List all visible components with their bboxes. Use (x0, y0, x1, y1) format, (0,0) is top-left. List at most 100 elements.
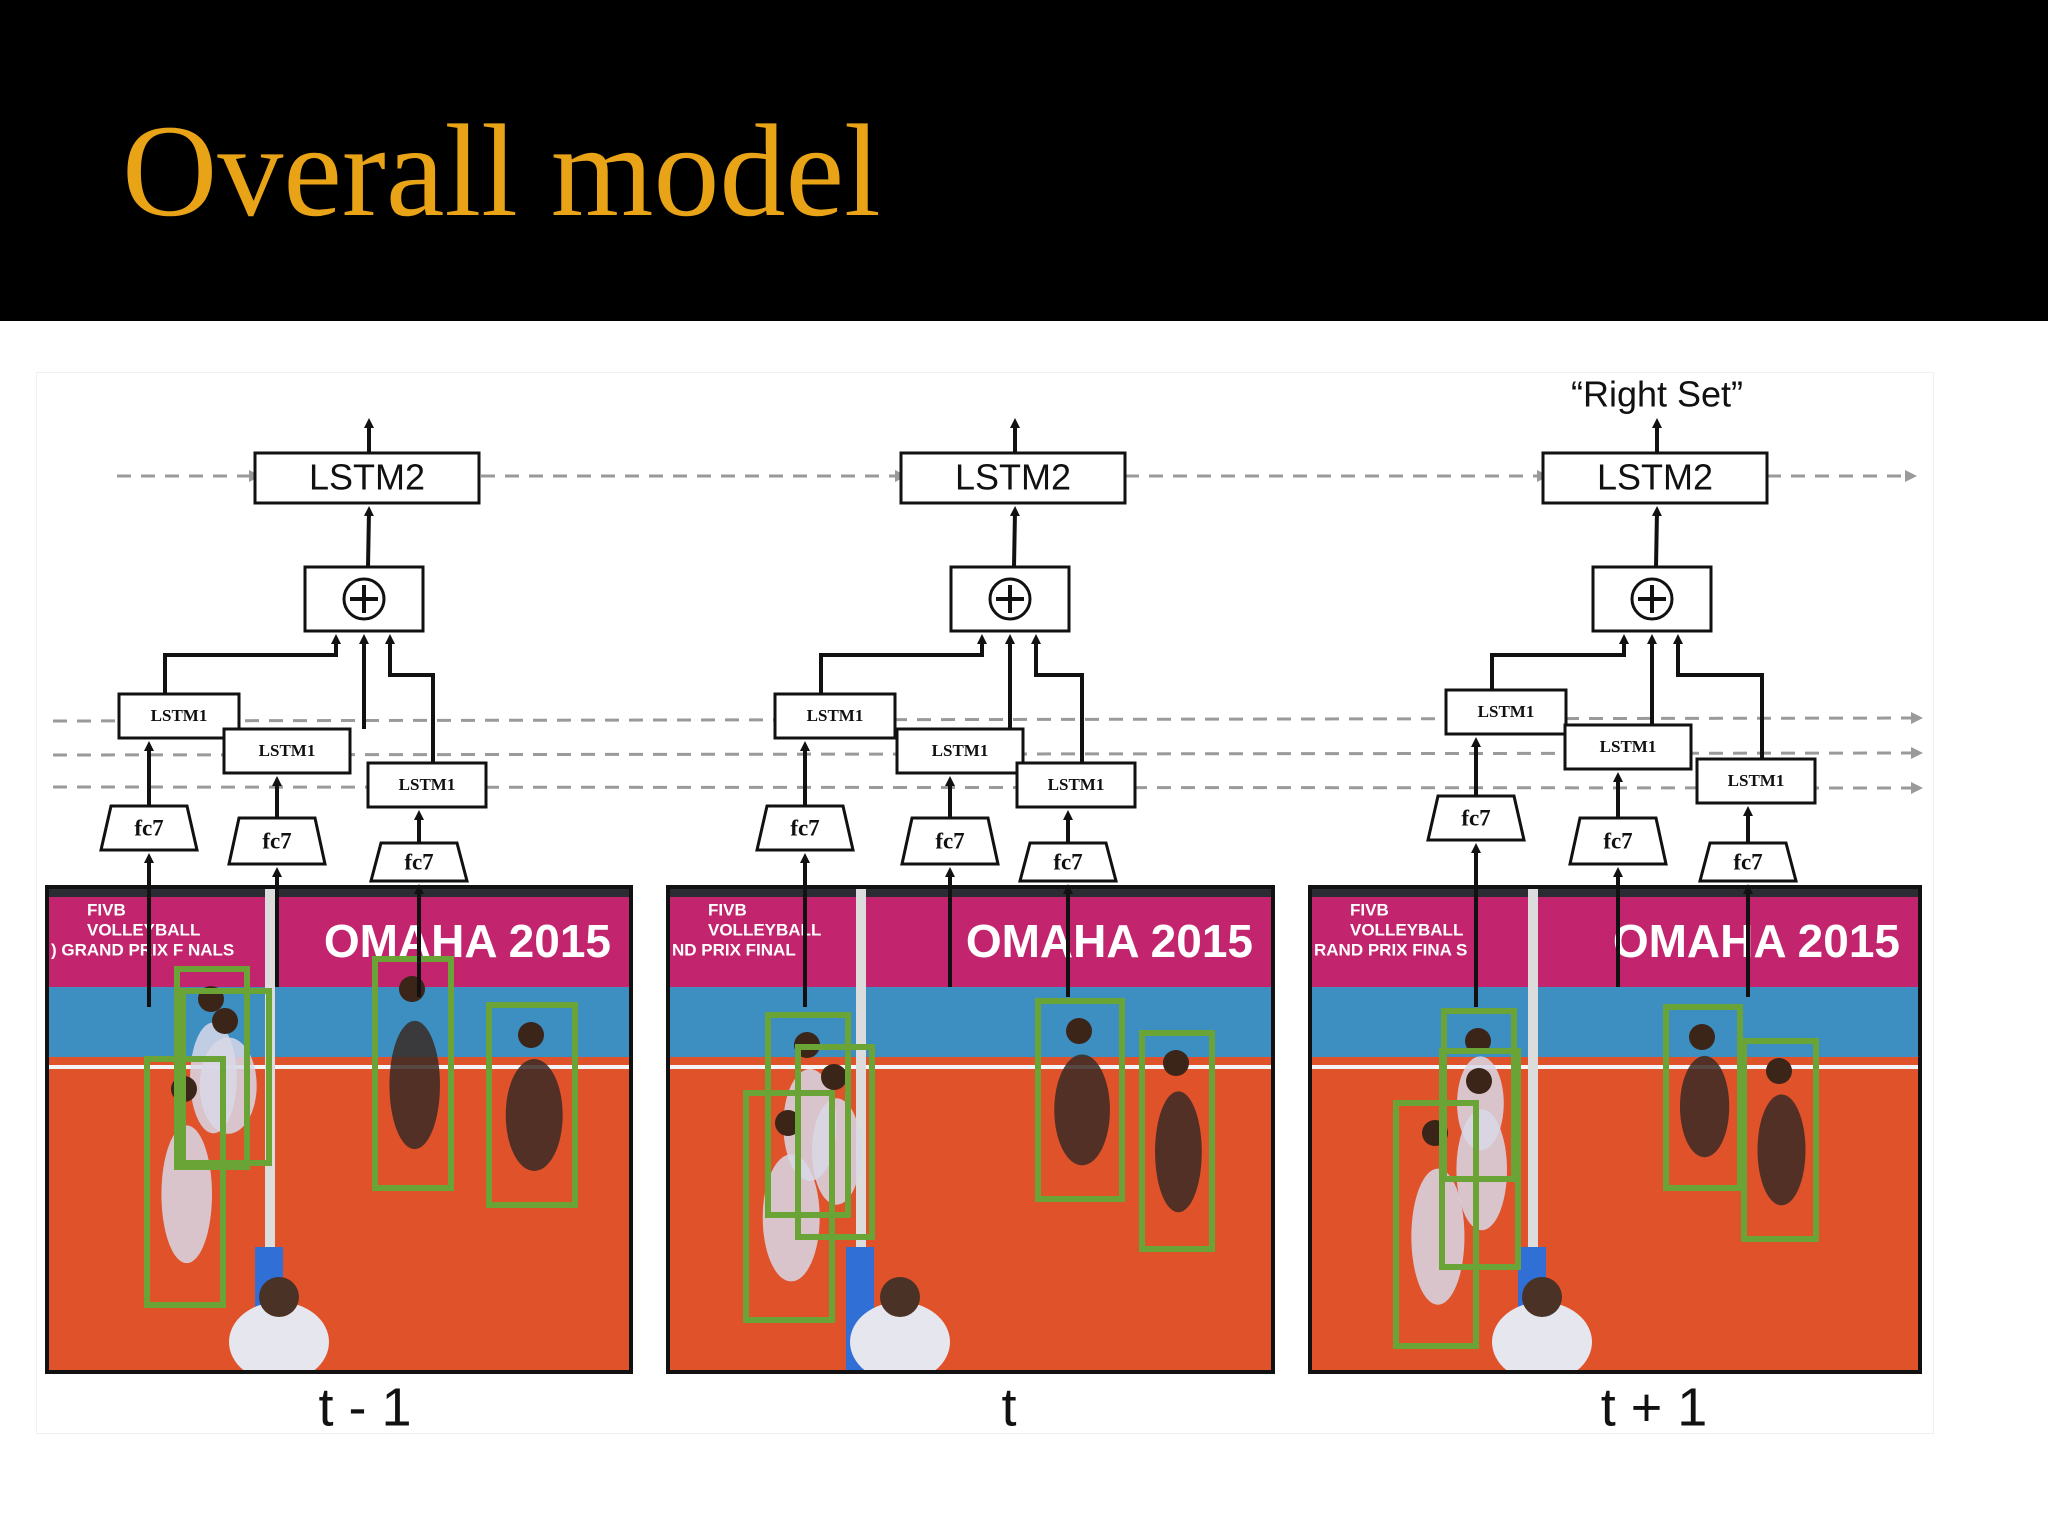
player-head (1466, 1068, 1492, 1094)
player (1679, 1055, 1730, 1158)
fc7-box (900, 816, 1000, 866)
lstm1-label: LSTM1 (399, 775, 456, 794)
frame-border (666, 885, 1275, 1374)
player-head (1689, 1024, 1715, 1050)
banner-sub: VOLLEYBALL (1350, 920, 1463, 939)
banner-event: RAND PRIX FINA S (1314, 940, 1467, 959)
player-head (775, 1110, 801, 1136)
pool-to-lstm2-arrow (1009, 506, 1020, 568)
lstm1-to-pool-arrow (1490, 634, 1629, 690)
banner-event: ND PRIX FINAL (672, 940, 796, 959)
fc7-box (227, 816, 327, 866)
player-head (518, 1022, 544, 1048)
lstm2-box (253, 451, 481, 505)
person-bounding-box (486, 1002, 578, 1208)
lstm2-label: LSTM2 (1597, 457, 1713, 498)
lstm2-label: LSTM2 (955, 457, 1071, 498)
referee (850, 1302, 950, 1372)
player-head (1163, 1050, 1189, 1076)
title-bar (0, 0, 2048, 321)
person-bounding-box (372, 956, 454, 1191)
timestep-label: t (1001, 1377, 1016, 1433)
lstm1-box (895, 727, 1025, 775)
banner-logo: FIVB (708, 900, 747, 919)
player (389, 1020, 440, 1150)
banner-title: OMAHA 2015 (324, 915, 611, 967)
lstm1-to-pool-arrow (163, 634, 341, 694)
fc7-label: fc7 (1733, 849, 1762, 874)
lstm1-box (1444, 688, 1568, 736)
fc7-label: fc7 (935, 828, 964, 853)
lstm1-label: LSTM1 (1478, 702, 1535, 721)
recurrent-link-lstm1 (52, 781, 1923, 794)
pool-to-lstm2-arrow (363, 506, 374, 568)
player-head (1766, 1058, 1792, 1084)
timestep-label: t + 1 (1601, 1377, 1708, 1433)
frame-border (1308, 885, 1922, 1374)
network-nodes: LSTM2 fc7 LSTM1 fc7 LSTM1 fc7 LSTM1 LSTM2 fc7 LST… (99, 374, 1817, 1007)
lstm1-to-pool-arrow (1673, 634, 1764, 759)
fc7-label: fc7 (134, 815, 163, 840)
referee (229, 1302, 329, 1372)
player (1757, 1094, 1806, 1206)
fc7-label: fc7 (1603, 828, 1632, 853)
sponsor-banner (668, 897, 1273, 987)
net-post (1528, 887, 1538, 1267)
fc7-box (1426, 794, 1526, 842)
person-bounding-box (743, 1090, 835, 1323)
lstm1-label: LSTM1 (1048, 775, 1105, 794)
person-bounding-box (1439, 1048, 1521, 1270)
lstm1-label: LSTM1 (259, 741, 316, 760)
referee (1492, 1302, 1592, 1372)
person-bounding-box (1663, 1004, 1743, 1191)
player-head (1066, 1018, 1092, 1044)
banner-title: OMAHA 2015 (1613, 915, 1900, 967)
banner-logo: FIVB (1350, 900, 1389, 919)
fc7-box (99, 804, 199, 852)
player-head (212, 1008, 238, 1034)
referee-head (259, 1277, 299, 1317)
lstm1-box (1563, 723, 1693, 771)
fc7-box (1698, 841, 1798, 883)
sponsor-banner (1310, 897, 1920, 987)
player (1411, 1168, 1465, 1305)
player-head (1465, 1028, 1491, 1054)
fc7-label: fc7 (1053, 849, 1082, 874)
person-bounding-box (174, 966, 250, 1170)
fc7-box (1568, 816, 1668, 866)
net-post (856, 887, 866, 1267)
lstm1-label: LSTM1 (932, 741, 989, 760)
lstm1-box (366, 761, 488, 809)
player (1456, 1109, 1507, 1231)
banner-title: OMAHA 2015 (966, 915, 1253, 967)
fc7-label: fc7 (262, 828, 291, 853)
slide-title: Overall model (122, 97, 881, 244)
fc7-label: fc7 (404, 849, 433, 874)
player (1155, 1091, 1202, 1213)
lstm1-label: LSTM1 (807, 706, 864, 725)
banner-logo: FIVB (87, 900, 126, 919)
lstm1-box (773, 692, 897, 740)
lstm1-to-pool-arrow (385, 634, 435, 763)
fc7-box (369, 841, 469, 883)
fc7-label: fc7 (1461, 805, 1490, 830)
person-bounding-box (1393, 1100, 1479, 1349)
lstm1-to-pool-arrow (819, 634, 987, 694)
player (811, 1098, 862, 1205)
banner-event: ) GRAND PRIX F NALS (51, 940, 234, 959)
banner-sub: VOLLEYBALL (87, 920, 200, 939)
banner-sub: VOLLEYBALL (708, 920, 821, 939)
person-bounding-box (144, 1056, 226, 1308)
person-bounding-box (765, 1012, 851, 1218)
recurrent-link-lstm1 (52, 712, 1923, 725)
frame-border (45, 885, 633, 1374)
player-head (821, 1064, 847, 1090)
lstm1-box (222, 727, 352, 775)
lstm1-box (1015, 761, 1137, 809)
